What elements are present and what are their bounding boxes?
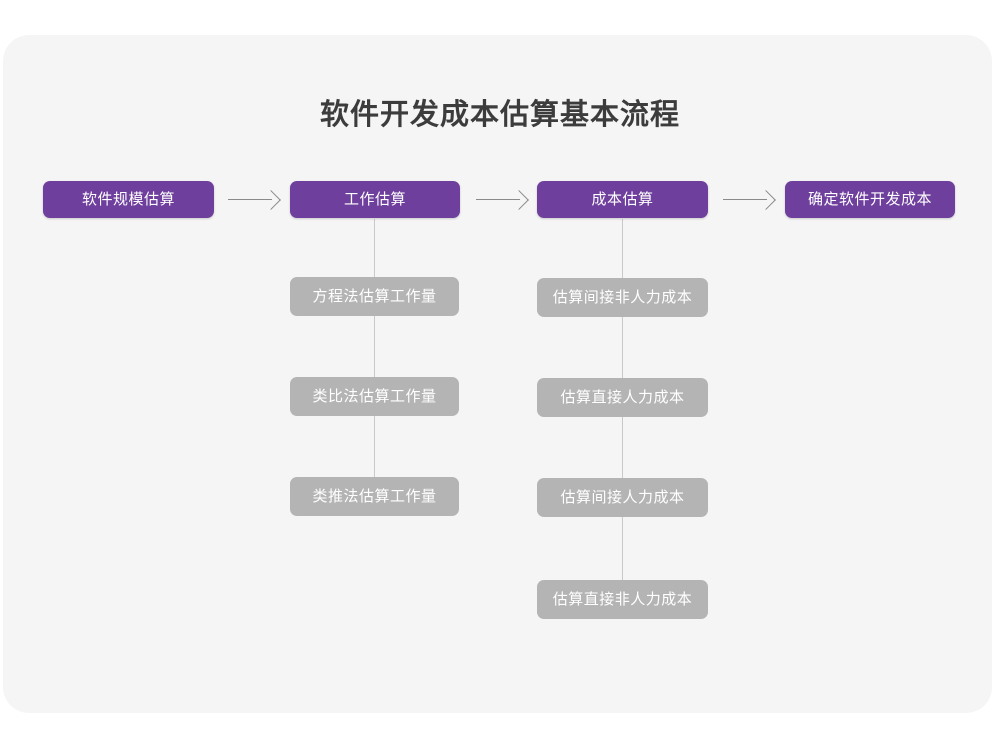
arrow-stage1-to-stage2-icon bbox=[228, 190, 281, 210]
spine-work-estimation bbox=[374, 219, 376, 498]
stage-box-determine-dev-cost[interactable]: 确定软件开发成本 bbox=[785, 181, 955, 218]
sub-box-direct-nonlabor-cost[interactable]: 估算直接非人力成本 bbox=[537, 580, 708, 619]
sub-box-indirect-nonlabor-cost[interactable]: 估算间接非人力成本 bbox=[537, 278, 708, 317]
sub-box-direct-labor-cost[interactable]: 估算直接人力成本 bbox=[537, 378, 708, 417]
stage-box-work-estimation[interactable]: 工作估算 bbox=[290, 181, 460, 218]
arrow-stage3-to-stage4-icon bbox=[723, 190, 776, 210]
sub-box-analogy-method-effort[interactable]: 类比法估算工作量 bbox=[290, 377, 459, 416]
stage-box-cost-estimation[interactable]: 成本估算 bbox=[537, 181, 708, 218]
sub-box-indirect-labor-cost[interactable]: 估算间接人力成本 bbox=[537, 478, 708, 517]
sub-box-inference-method-effort[interactable]: 类推法估算工作量 bbox=[290, 477, 459, 516]
sub-box-equation-method-effort[interactable]: 方程法估算工作量 bbox=[290, 277, 459, 316]
diagram-card-panel bbox=[3, 35, 992, 713]
stage-box-software-scale-estimation[interactable]: 软件规模估算 bbox=[43, 181, 214, 218]
page-title: 软件开发成本估算基本流程 bbox=[319, 99, 680, 131]
arrow-stage2-to-stage3-icon bbox=[476, 190, 529, 210]
